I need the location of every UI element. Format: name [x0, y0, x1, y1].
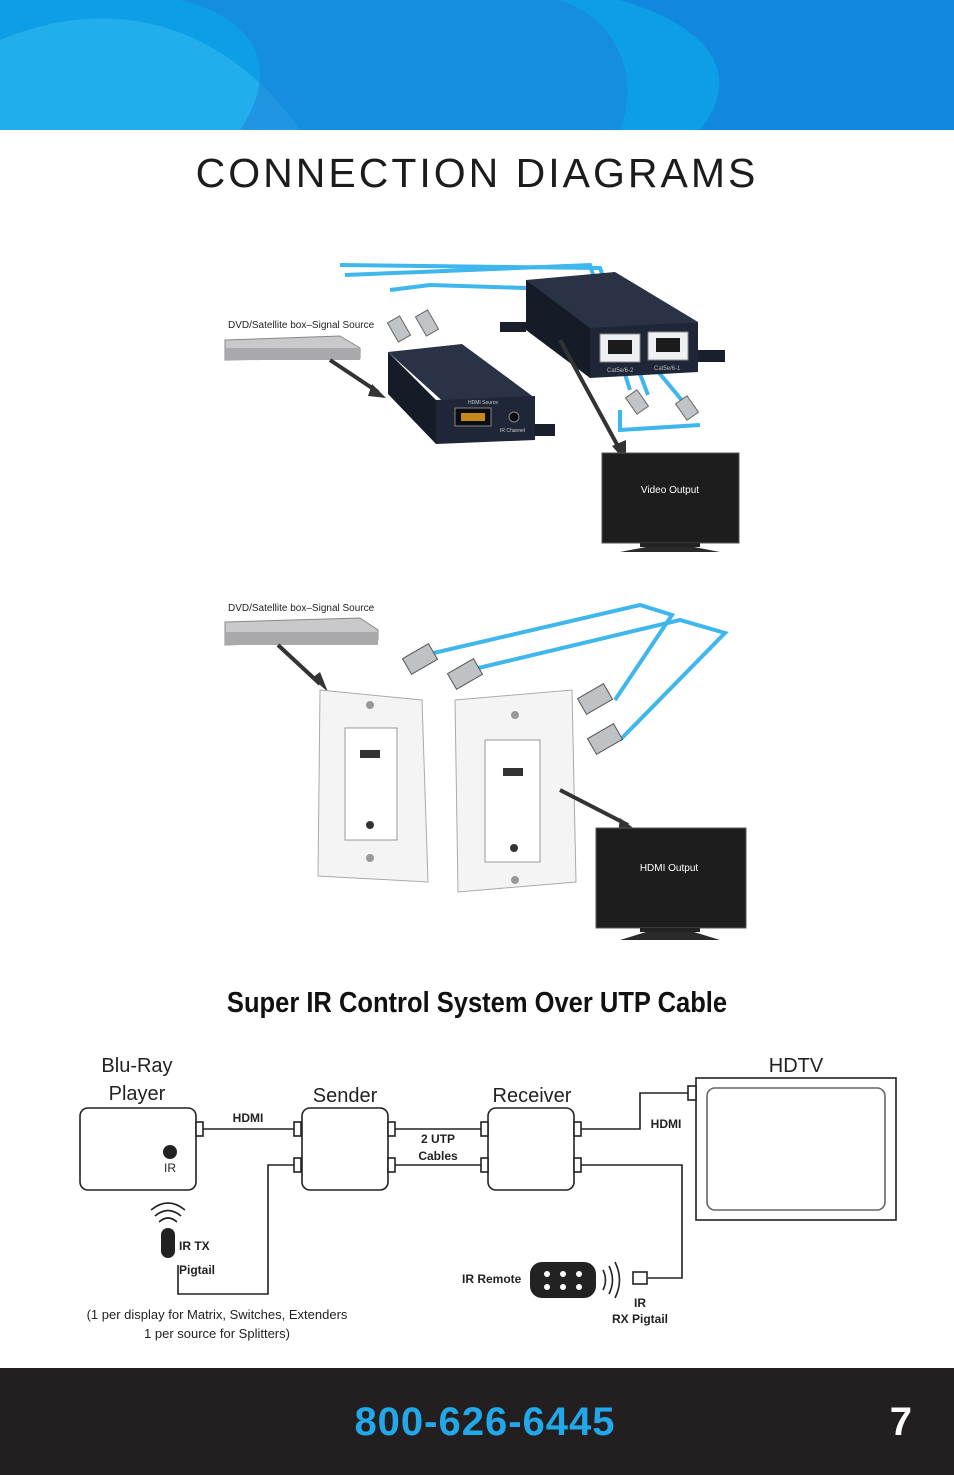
- hdmi-sender-box: [388, 344, 555, 444]
- tv-video-output: [601, 452, 740, 552]
- wall-plate-sender: [454, 689, 577, 893]
- hdmi-receiver-box: [500, 272, 725, 378]
- ir-signal-icon: [150, 1202, 186, 1223]
- svg-text:Sender: Sender: [313, 1085, 378, 1107]
- tv-hdmi-output: [595, 827, 747, 940]
- page-number: 7: [889, 1400, 912, 1444]
- connection-diagram-extender: HDMI Source IR Channel Cat5e/6-2 Cat5e/6…: [224, 262, 740, 552]
- svg-text:(1 per display for Matrix, Swi: (1 per display for Matrix, Switches, Ext…: [87, 1307, 348, 1322]
- svg-text:1 per source for Splitters): 1 per source for Splitters): [144, 1326, 290, 1341]
- svg-text:Player: Player: [109, 1083, 166, 1105]
- page-title: CONNECTION DIAGRAMS: [195, 150, 759, 196]
- svg-text:Receiver: Receiver: [493, 1085, 572, 1107]
- dvd-player-2: [224, 617, 379, 646]
- ir-tx-pigtail-icon: [161, 1228, 175, 1258]
- svg-text:DVD/Satellite box–Signal Sourc: DVD/Satellite box–Signal Source: [228, 320, 375, 331]
- svg-text:Cat5e/6-1: Cat5e/6-1: [654, 366, 681, 372]
- svg-text:HDTV: HDTV: [769, 1055, 824, 1077]
- svg-text:Video Output: Video Output: [641, 485, 699, 496]
- svg-text:IR Channel: IR Channel: [500, 428, 525, 434]
- svg-text:HDMI Source: HDMI Source: [468, 400, 498, 406]
- svg-text:Cat5e/6-2: Cat5e/6-2: [607, 368, 634, 374]
- hdtv-box: [695, 1077, 897, 1221]
- svg-text:DVD/Satellite box–Signal Sourc: DVD/Satellite box–Signal Source: [228, 603, 375, 614]
- header-banner: [0, 0, 954, 130]
- svg-text:HDMI Output: HDMI Output: [640, 863, 699, 874]
- ir-sensor-icon: [163, 1145, 177, 1159]
- ir-remote-icon: [530, 1261, 621, 1299]
- utp-cable-6: [469, 617, 729, 742]
- ir-control-diagram: Sender Receiver HDTV HDMI HDMI IR IR TX …: [79, 1055, 897, 1341]
- footer-bar: [0, 1368, 954, 1475]
- svg-text:HDMI: HDMI: [233, 1111, 264, 1125]
- phone-number: 800-626-6445: [354, 1400, 616, 1444]
- banner-wave-graphic: [0, 0, 954, 130]
- connection-diagram-wallplate: HDMI Output DVD/Satellite box–Signal Sou…: [224, 602, 747, 940]
- receiver-box: [487, 1107, 575, 1191]
- svg-text:Pigtail: Pigtail: [179, 1263, 215, 1277]
- svg-text:IR: IR: [634, 1296, 646, 1310]
- svg-text:IR Remote: IR Remote: [462, 1272, 522, 1286]
- dvd-player-1: [224, 335, 361, 361]
- svg-text:IR: IR: [164, 1161, 176, 1175]
- section-title: Super IR Control System Over UTP Cable: [226, 987, 728, 1019]
- svg-text:Cables: Cables: [418, 1149, 458, 1163]
- svg-text:Blu-Ray: Blu-Ray: [101, 1055, 172, 1077]
- svg-text:HDMI: HDMI: [651, 1117, 682, 1131]
- bluray-player-box: [79, 1107, 197, 1191]
- utp-cable-4: [618, 410, 701, 433]
- svg-text:2 UTP: 2 UTP: [421, 1132, 455, 1146]
- svg-text:IR TX: IR TX: [179, 1239, 210, 1253]
- wall-plate-receiver: [317, 689, 429, 883]
- utp-cable-5: [424, 602, 676, 702]
- sender-box: [301, 1107, 389, 1191]
- svg-text:RX Pigtail: RX Pigtail: [612, 1312, 668, 1326]
